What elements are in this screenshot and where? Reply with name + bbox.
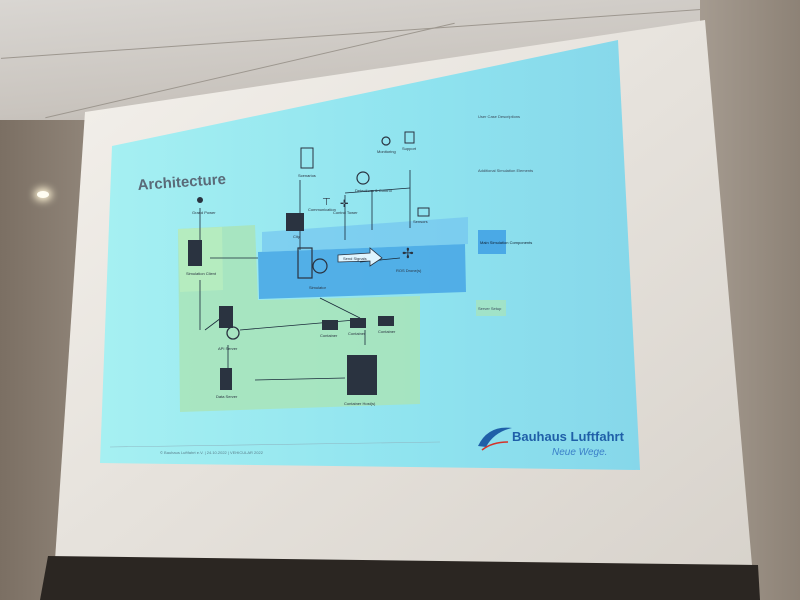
diagram-icons: ⊤ ✛ ✢ <box>188 131 430 395</box>
side-note-additional: Additional Simulation Elements <box>478 168 533 173</box>
footer-line <box>109 441 441 448</box>
label-send-signals: Send Signals <box>343 256 367 261</box>
label-ros-drones: ROS Drone(s) <box>396 268 422 273</box>
label-city: City <box>293 234 300 239</box>
logo-swoosh-red-icon <box>481 441 509 451</box>
label-sensors-control: Detections & Control <box>355 188 392 193</box>
arrow-icon <box>337 247 383 267</box>
label-data-server: Data Server <box>216 394 238 399</box>
label-simulator: Simulator <box>309 285 327 290</box>
label-sensors: Sensors <box>413 219 428 224</box>
cloud-icon <box>312 258 328 274</box>
side-note-main: Main Simulation Components <box>480 240 532 245</box>
logo-swoosh-icon <box>478 427 512 447</box>
label-container-1: Container <box>320 333 338 338</box>
api-server-icon <box>219 306 233 328</box>
side-note-use-cases: User Case Descriptions <box>478 114 520 119</box>
city-icon <box>286 213 304 231</box>
scenarios-icon <box>300 147 314 169</box>
label-container-3: Container <box>378 329 396 334</box>
side-note-server: Server Setup <box>478 306 502 311</box>
eye-icon <box>381 136 391 146</box>
label-monitoring: Monitoring <box>377 149 396 154</box>
label-scenarios: Scenarios <box>298 173 316 178</box>
container-icon-3 <box>378 316 394 326</box>
label-user-client: Simulation Client <box>186 271 217 276</box>
user-client-icon <box>188 240 202 266</box>
globe-icon <box>226 326 240 340</box>
container-icon-2 <box>350 318 366 328</box>
gear-icon <box>356 171 370 185</box>
label-communication: Communication <box>308 207 336 212</box>
antenna-icon: ⊤ <box>322 197 331 208</box>
ros-drone-icon: ✢ <box>402 246 414 262</box>
screen-bottom-bar <box>40 556 760 600</box>
side-notes: User Case Descriptions Additional Simula… <box>478 114 533 311</box>
drone-small-icon: ✛ <box>340 199 349 210</box>
person-icon <box>197 197 203 203</box>
slide-footer: © Bauhaus Luftfahrt e.V. | 24.10.2022 | … <box>160 450 264 455</box>
label-container-hosts: Container Host(s) <box>344 401 376 406</box>
data-server-icon <box>220 368 232 390</box>
diagram-labels: Grand Power Scenarios Monitoring Support… <box>186 146 428 406</box>
main-components-box <box>478 230 506 254</box>
label-support: Support <box>402 146 417 151</box>
slide-title: Architecture <box>137 171 226 194</box>
document-icon <box>404 131 415 144</box>
simulator-icon <box>297 247 313 279</box>
blue-band <box>258 244 466 299</box>
ceiling-lamp <box>37 191 49 198</box>
container-icon-1 <box>322 320 338 330</box>
label-api-server: API Server <box>218 346 238 351</box>
logo-name: Bauhaus Luftfahrt <box>512 429 625 444</box>
sensors-icon <box>417 207 430 217</box>
server-setup-box <box>476 300 506 316</box>
label-grand-power: Grand Power <box>192 210 216 215</box>
label-container-2: Container <box>348 331 366 336</box>
blue-band-top <box>262 217 468 252</box>
container-host-icon <box>347 355 377 395</box>
logo-tagline: Neue Wege. <box>552 447 607 458</box>
label-control-tower: Control Tower <box>333 210 358 215</box>
